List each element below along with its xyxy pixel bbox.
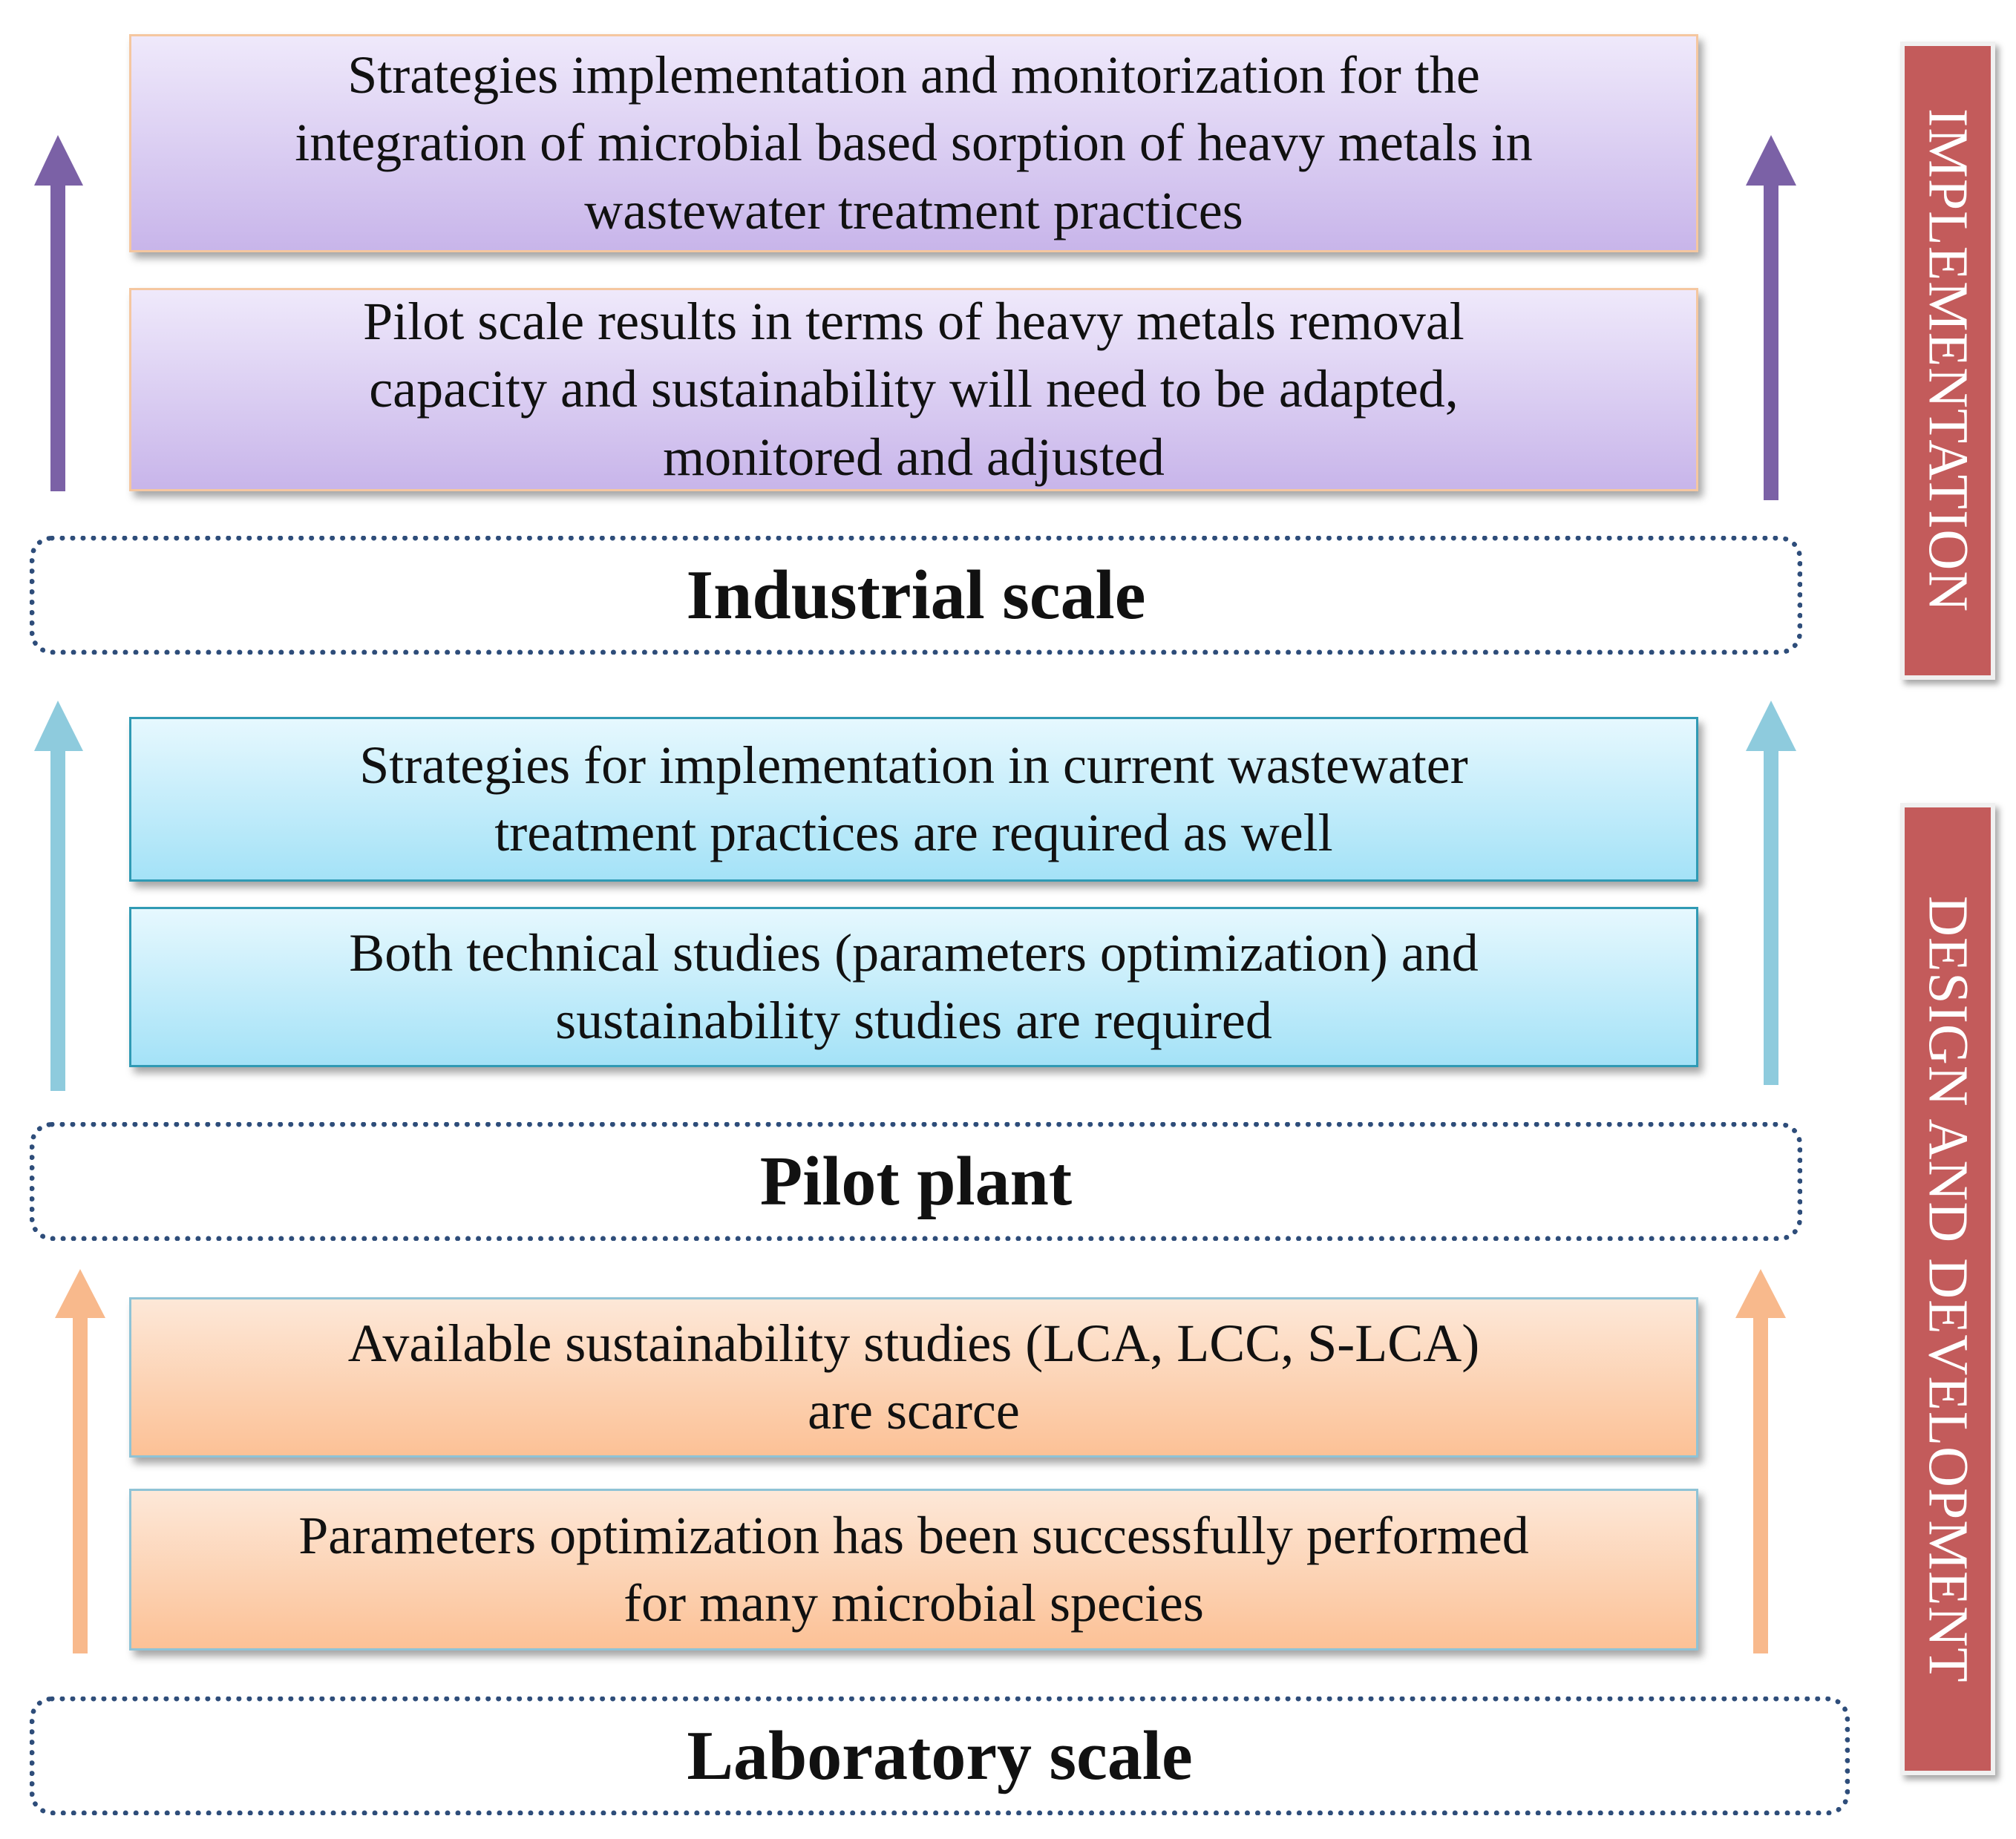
box-text-line: monitored and adjusted [663,427,1165,487]
box-text-line: Strategies implementation and monitoriza… [347,45,1480,105]
left-implementation-arrow-head [34,135,83,186]
box-text-line: Strategies for implementation in current… [359,735,1468,795]
left-implementation-arrow-shaft [50,177,65,491]
box-text-line: wastewater treatment practices [584,180,1243,240]
box-text-line: sustainability studies are required [555,991,1272,1050]
box-text-line: capacity and sustainability will need to… [369,359,1459,419]
right-implementation-arrow-shaft [1764,177,1778,500]
laboratory-scale-stage: Laboratory scale [30,1697,1850,1815]
left-laboratory-arrow-head [55,1269,105,1318]
box-text-line: Both technical studies (parameters optim… [349,922,1479,983]
implementation-side-label: IMPLEMENTATION [1900,42,1995,680]
right-laboratory-arrow-shaft [1753,1309,1768,1653]
design-development-side-label: DESIGN AND DEVELOPMENT [1900,803,1995,1775]
box-text-line: integration of microbial based sorption … [295,113,1533,173]
left-laboratory-arrow-shaft [73,1309,88,1653]
box-text-line: are scarce [808,1381,1020,1440]
right-design-arrow-head [1746,701,1796,751]
parameters-optimization-box: Parameters optimization has been success… [129,1489,1698,1650]
strategies-required-box: Strategies for implementation in current… [129,717,1698,882]
sustainability-scarce-box: Available sustainability studies (LCA, L… [129,1297,1698,1458]
industrial-scale-stage: Industrial scale [30,536,1802,655]
left-design-arrow-head [34,701,83,751]
right-laboratory-arrow-head [1735,1269,1786,1318]
stage-label: Industrial scale [686,557,1146,634]
box-text-line: for many microbial species [624,1573,1204,1633]
pilot-plant-stage: Pilot plant [30,1122,1802,1241]
right-implementation-arrow-head [1746,135,1796,186]
stage-label: Pilot plant [759,1143,1073,1220]
right-design-arrow-shaft [1764,742,1778,1085]
box-text-line: Parameters optimization has been success… [298,1505,1529,1565]
stage-label: Laboratory scale [687,1717,1193,1794]
left-design-arrow-shaft [50,742,65,1091]
box-text-line: treatment practices are required as well [494,803,1333,862]
box-text-line: Available sustainability studies (LCA, L… [347,1313,1480,1373]
box-text-line: Pilot scale results in terms of heavy me… [363,291,1464,351]
side-label-text: IMPLEMENTATION [1917,108,1980,613]
technical-studies-box: Both technical studies (parameters optim… [129,907,1698,1067]
implementation-strategies-box: Strategies implementation and monitoriza… [129,34,1698,252]
side-label-text: DESIGN AND DEVELOPMENT [1917,895,1980,1683]
pilot-results-box: Pilot scale results in terms of heavy me… [129,288,1698,491]
